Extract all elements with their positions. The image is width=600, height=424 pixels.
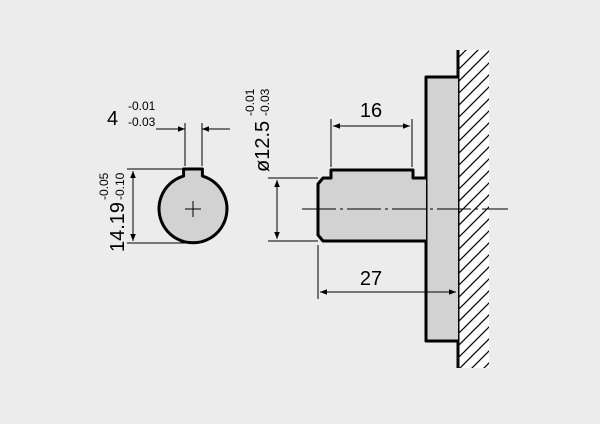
key-depth-tol-lower: -0.10 <box>113 172 127 200</box>
key-width-tol-lower: -0.03 <box>128 115 156 129</box>
key-width-tol-upper: -0.01 <box>128 99 156 113</box>
key-width-value: 4 <box>107 108 118 130</box>
key-depth-tol-upper: -0.05 <box>97 172 111 200</box>
shaft-outline <box>316 168 426 243</box>
shaft-end-view: 4 -0.01 -0.03 14.19 -0.05 -0.10 <box>97 99 230 252</box>
key-depth-value: 14.19 <box>107 202 129 252</box>
diameter-tol-upper: -0.01 <box>243 88 257 116</box>
key-length-value: 16 <box>360 100 382 122</box>
diameter-value: ø12.5 <box>252 121 274 172</box>
shaft-side-view: 16 ø12.5 -0.01 -0.03 27 <box>243 50 508 368</box>
shaft-length-value: 27 <box>360 268 382 290</box>
diameter-tol-lower: -0.03 <box>258 88 272 116</box>
